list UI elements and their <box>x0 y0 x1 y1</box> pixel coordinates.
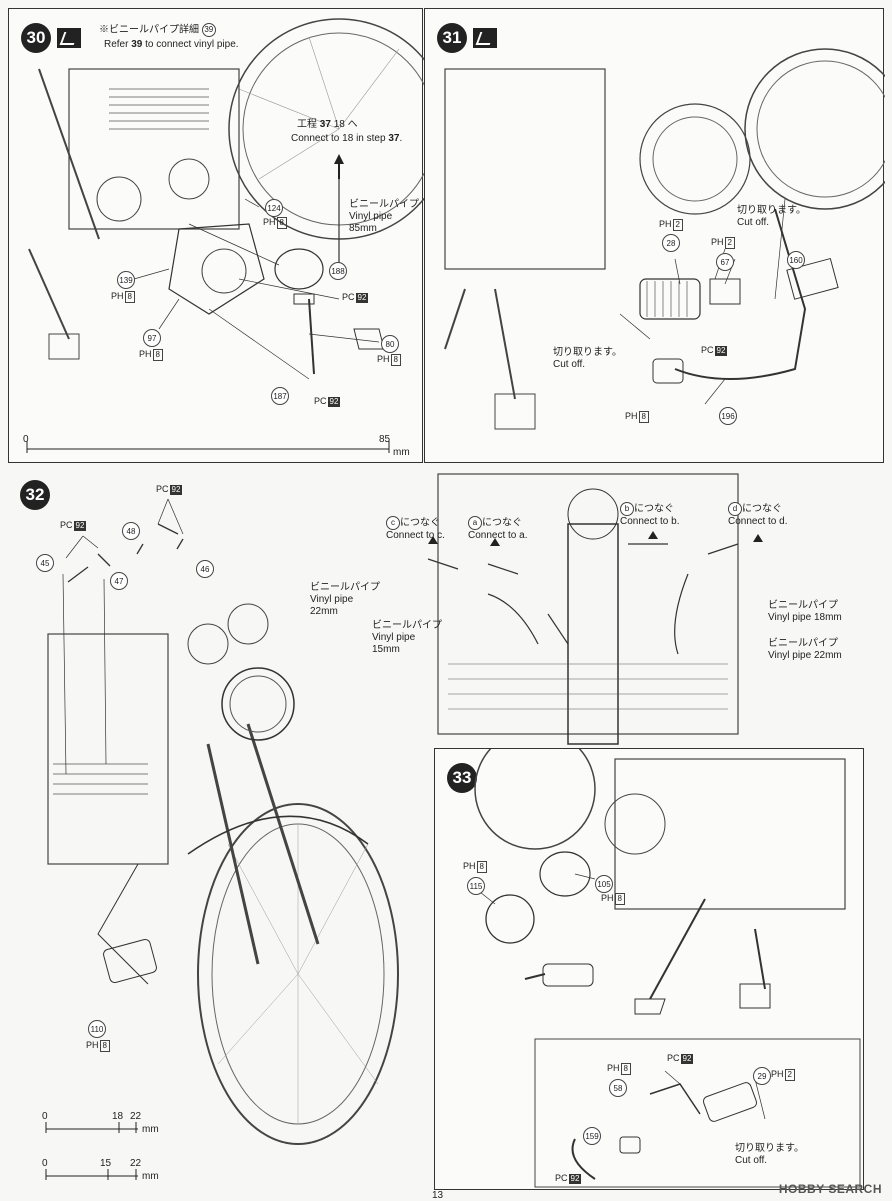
vinyl-note-en: Refer 39 to connect vinyl pipe. <box>104 39 239 50</box>
step-33-badge: 33 <box>447 763 477 793</box>
glue-icon <box>57 28 81 48</box>
ruler2-0: 0 <box>42 1158 48 1169</box>
part-115: 115 <box>467 877 485 895</box>
vinyl-note-jp: ※ビニールパイプ詳細 39 <box>99 23 216 37</box>
ruler-unit: mm <box>393 447 410 458</box>
part-160: 160 <box>787 251 805 269</box>
step-32-badge: 32 <box>20 480 50 510</box>
part-67: 67 <box>716 253 734 271</box>
ruler-end: 85 <box>379 434 391 445</box>
ruler2-unit: mm <box>142 1171 159 1182</box>
cut-off-label-a: 切り取ります。Cut off. <box>737 205 806 228</box>
step-33-illustration <box>469 749 861 1188</box>
ruler1-18: 18 <box>112 1111 124 1122</box>
part-29: 29 <box>753 1067 771 1085</box>
step-ref-en: Connect to 18 in step 37. <box>291 133 403 144</box>
step-30-badge: 30 <box>21 23 51 53</box>
step-31-illustration <box>444 48 885 430</box>
part-45: 45 <box>36 554 54 572</box>
cut-off-label-c: 切り取ります。Cut off. <box>735 1143 804 1166</box>
part-196: 196 <box>719 407 737 425</box>
ruler2-22: 22 <box>130 1158 142 1169</box>
ruler1-0: 0 <box>42 1111 48 1122</box>
part-187: 187 <box>271 387 289 405</box>
hobby-search-watermark: HOBBY SEARCH <box>778 1182 882 1196</box>
part-159: 159 <box>583 1127 601 1145</box>
part-58: 58 <box>609 1079 627 1097</box>
part-124: 124 <box>265 199 283 217</box>
part-188: 188 <box>329 262 347 280</box>
step-ref-jp: 工程 37 18 へ <box>297 119 358 130</box>
page-number: 13 <box>432 1190 444 1201</box>
part-47: 47 <box>110 572 128 590</box>
ref-39-badge: 39 <box>201 23 216 37</box>
ruler1-unit: mm <box>142 1124 159 1135</box>
part-97: 97 <box>143 329 161 347</box>
vinyl-pipe-label: ビニールパイプ Vinyl pipe 85mm <box>349 199 419 234</box>
ruler1-22: 22 <box>130 1111 142 1122</box>
part-48: 48 <box>122 522 140 540</box>
step-30-illustration <box>26 18 424 453</box>
ruler-start: 0 <box>23 434 29 445</box>
part-80: 80 <box>381 335 399 353</box>
part-46: 46 <box>196 560 214 578</box>
step-31-panel: 31 切り取ります。Cut off. <box>424 8 885 463</box>
step-32-panel: 32 <box>8 464 884 1192</box>
glue-icon <box>473 28 497 48</box>
step-30-panel: 30 ※ビニールパイプ詳細 39 Refer 39 to connect vin… <box>8 8 424 463</box>
part-105: 105 <box>595 875 613 893</box>
part-139: 139 <box>117 271 135 289</box>
step-32-illustration <box>45 473 763 1180</box>
part-28: 28 <box>662 234 680 252</box>
cut-off-label-b: 切り取ります。Cut off. <box>553 347 622 370</box>
part-110: 110 <box>88 1020 106 1038</box>
ruler2-15: 15 <box>100 1158 112 1169</box>
step-31-badge: 31 <box>437 23 467 53</box>
